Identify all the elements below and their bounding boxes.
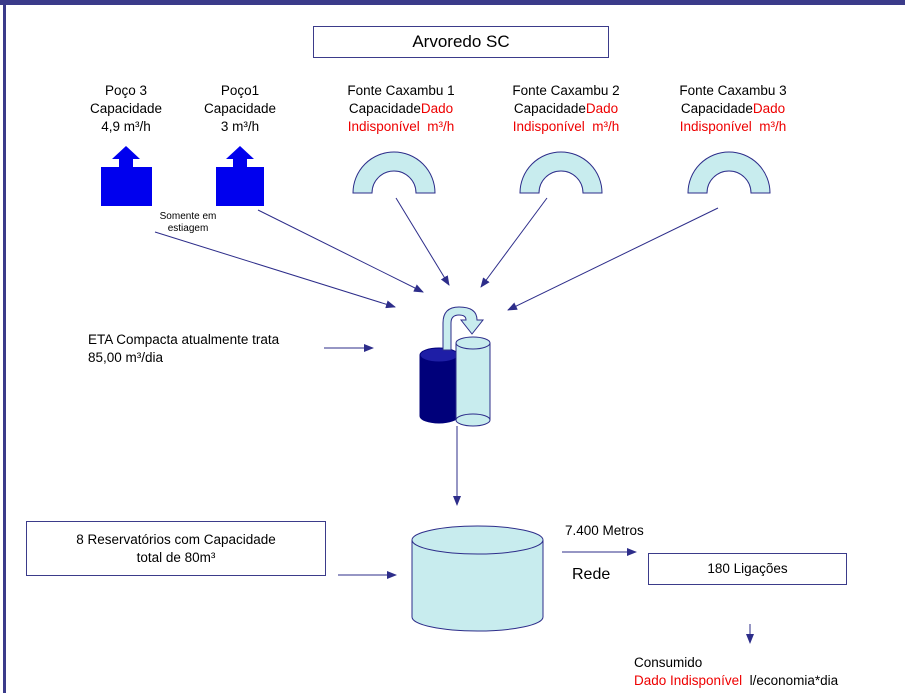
flow-arrow: [395, 197, 450, 286]
flow-arrow: [507, 207, 719, 311]
title-box: Arvoredo SC: [313, 26, 609, 58]
spring-source-icon: [519, 151, 603, 194]
flow-arrow: [257, 209, 424, 293]
spring-source-icon: [352, 151, 436, 194]
well-label: Poço 3 Capacidade 4,9 m³/h: [89, 83, 163, 134]
spring-label: Fonte Caxambu 2 CapacidadeDado Indisponí…: [512, 83, 620, 134]
well-pump-icon: [101, 146, 152, 206]
spring-source-icon: [687, 151, 771, 194]
reservoir-label-box: 8 Reservatórios com Capacidade total de …: [26, 521, 326, 576]
page-title: Arvoredo SC: [412, 32, 510, 51]
eta-label: ETA Compacta atualmente trata 85,00 m³/d…: [88, 332, 280, 365]
frame-top-border: [0, 0, 905, 5]
frame-left-border: [3, 0, 6, 693]
network-length: 7.400 Metros: [565, 523, 644, 538]
flow-arrow: [480, 197, 548, 288]
spring-label: Fonte Caxambu 1 CapacidadeDado Indisponí…: [347, 83, 455, 134]
network-label: Rede: [572, 566, 611, 583]
spring-label: Fonte Caxambu 3 CapacidadeDado Indisponí…: [679, 83, 787, 134]
well-note: Somente em estiagem: [159, 211, 217, 234]
flow-arrow: [154, 231, 396, 309]
reservoir-tank-icon: [411, 525, 544, 632]
connections-box: 180 Ligações: [648, 553, 847, 585]
consumption-label: Consumido Dado Indisponível l/economia*d…: [634, 655, 839, 688]
well-pump-icon: [216, 146, 264, 206]
eta-treatment-icon: [419, 306, 491, 427]
well-label: Poço1 Capacidade 3 m³/h: [203, 83, 277, 134]
